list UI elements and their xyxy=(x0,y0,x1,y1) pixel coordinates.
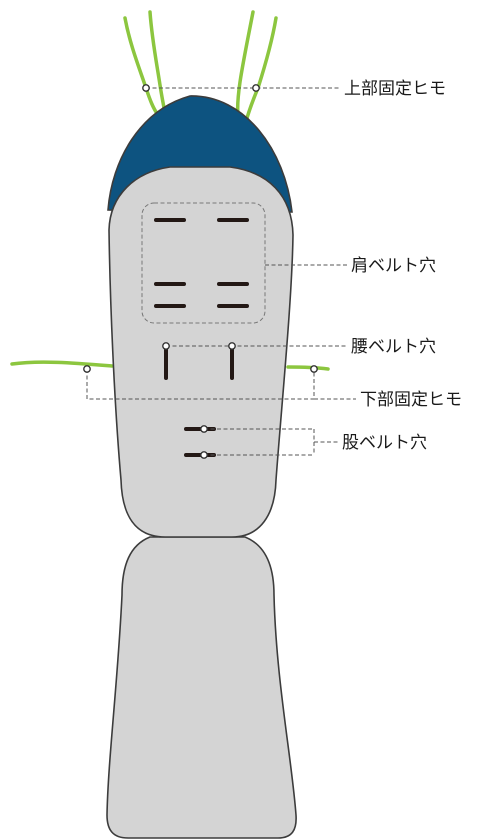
label-shoulder-belt-hole: 肩ベルト穴 xyxy=(351,256,436,276)
lower-cushion xyxy=(106,536,297,839)
leader-lines xyxy=(86,87,356,456)
waist-slots xyxy=(164,346,234,380)
shoulder-belt-hole-group xyxy=(141,202,266,324)
leader-dots xyxy=(83,84,318,459)
label-waist-belt-hole: 腰ベルト穴 xyxy=(351,337,436,357)
label-top-strap: 上部固定ヒモ xyxy=(344,79,446,99)
upper-cushion xyxy=(108,166,294,538)
crotch-slots xyxy=(184,427,216,457)
label-crotch-belt-hole: 股ベルト穴 xyxy=(342,433,427,453)
label-bottom-strap: 下部固定ヒモ xyxy=(360,390,462,410)
shoulder-slots xyxy=(154,218,249,308)
